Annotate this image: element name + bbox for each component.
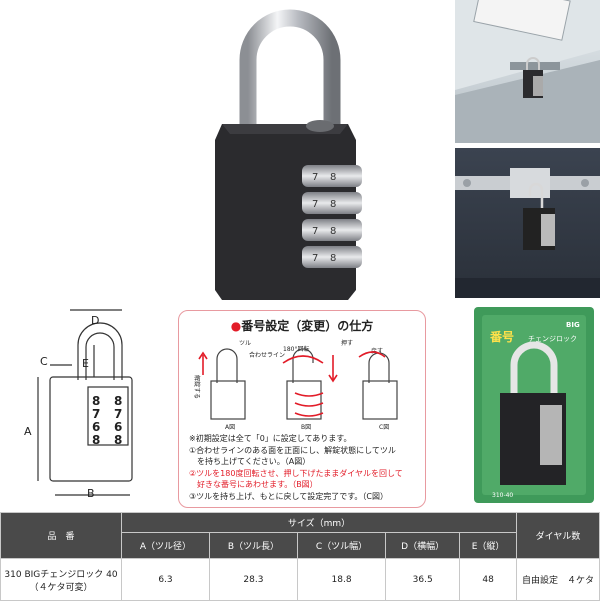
bullet-icon: ● [230, 319, 242, 333]
col-a: A（ツル径） [121, 532, 210, 559]
header-item: 品 番 [0, 512, 122, 559]
step2-line2: 好きな番号にあわせます。（B図） [197, 480, 318, 489]
label-align-line: 合わせライン [249, 351, 285, 359]
package-brand: BIG [566, 321, 580, 329]
header-dial: ダイヤル数 [516, 512, 600, 559]
instruction-figures: 解錠する ツル 合わせライン 180°回転 押す 戻す A図 B図 C図 [193, 339, 398, 431]
package-model: 310-40 [492, 492, 513, 499]
step1-line1: ①合わせラインのある面を正面にし、解錠状態にしてツル [189, 446, 396, 455]
dial-digit: 6 [114, 420, 122, 434]
instruction-title: ●番号設定（変更）の仕方 [179, 317, 425, 334]
package-image: 番号 チェンジロック BIG 310-40 [474, 307, 594, 503]
svg-text:8: 8 [330, 226, 336, 237]
dial-digit: 8 [92, 394, 100, 408]
note-initial: ※初期設定は全て「0」に設定してあります。 [189, 434, 352, 443]
label-push: 押す [341, 339, 353, 347]
usage-photo-2 [455, 168, 600, 298]
dimension-diagram: D C E A B 8 7 6 8 7 6 8 8 [10, 305, 175, 505]
package-subtitle: チェンジロック [528, 335, 577, 343]
package-photo: 番号 チェンジロック BIG 310-40 [468, 305, 600, 505]
svg-text:7: 7 [312, 226, 318, 237]
dim-label-e: E [82, 357, 89, 370]
svg-text:8: 8 [330, 199, 336, 210]
dim-label-d: D [91, 314, 99, 327]
spec-table: 品 番 サイズ（mm） ダイヤル数 A（ツル径） B（ツル長） C（ツル幅） D… [0, 512, 600, 601]
dial-digit: 7 [92, 407, 100, 421]
step3: ③ツルを持ち上げ、もとに戻して設定完了です。（C図） [189, 492, 388, 501]
product-photo: 7 8 7 8 7 8 7 8 [0, 0, 452, 305]
label-fig-a: A図 [225, 424, 235, 431]
dimension-drawing: D C E A B 8 7 6 8 7 6 8 8 [24, 309, 133, 500]
product-variant: （４ケタ可変） [29, 582, 93, 593]
svg-text:7: 7 [312, 172, 318, 183]
usage-photo-panel-2 [455, 148, 600, 298]
product-name: 310 BIGチェンジロック 40 [4, 569, 118, 580]
svg-text:7: 7 [312, 253, 318, 264]
col-e: E（縦） [459, 532, 517, 559]
dim-label-c: C [40, 355, 48, 368]
product-name-cell: 310 BIGチェンジロック 40 （４ケタ可変） [0, 558, 122, 601]
label-fig-b: B図 [301, 424, 311, 431]
label-fig-c: C図 [379, 424, 389, 431]
usage-photo-1 [455, 0, 600, 143]
dial-digit: 6 [92, 420, 100, 434]
dim-label-a: A [24, 425, 32, 438]
value-b: 28.3 [208, 558, 298, 601]
step2-line1: ②ツルを180度回転させ、押し下げたままダイヤルを回して [189, 469, 403, 478]
value-c: 18.8 [296, 558, 387, 601]
value-d: 36.5 [385, 558, 461, 601]
svg-text:8: 8 [330, 172, 336, 183]
table-row: 310 BIGチェンジロック 40 （４ケタ可変） 6.3 28.3 18.8 … [0, 558, 600, 601]
value-e: 48 [459, 558, 517, 601]
label-release: 解錠する [193, 375, 201, 399]
instruction-panel: ●番号設定（変更）の仕方 解錠する ツル 合わせライン 180°回転 押す 戻す… [178, 310, 426, 508]
usage-photo-panel [455, 0, 600, 143]
dial-digit: 8 [114, 394, 122, 408]
col-b: B（ツル長） [208, 532, 298, 559]
value-a: 6.3 [121, 558, 210, 601]
col-d: D（横幅） [385, 532, 461, 559]
dial-digit: 8 [92, 433, 100, 447]
step1-line2: を持ち上げてください。（A図） [197, 457, 311, 466]
dial-wheels: 7 8 7 8 7 8 7 8 [302, 165, 362, 268]
dim-label-b: B [87, 487, 95, 500]
header-size: サイズ（mm） [121, 512, 517, 533]
package-headline: 番号 [489, 329, 514, 344]
padlock-image: 7 8 7 8 7 8 7 8 [215, 9, 362, 300]
instruction-title-text: 番号設定（変更）の仕方 [241, 319, 374, 333]
dial-digit: 7 [114, 407, 122, 421]
svg-text:8: 8 [330, 253, 336, 264]
label-shackle: ツル [239, 340, 251, 347]
label-rotate: 180°回転 [283, 345, 309, 353]
svg-text:7: 7 [312, 199, 318, 210]
col-c: C（ツル幅） [296, 532, 387, 559]
dial-count: 自由設定 ４ケタ [516, 558, 600, 601]
label-return: 戻す [371, 347, 383, 355]
dial-digit: 8 [114, 433, 122, 447]
